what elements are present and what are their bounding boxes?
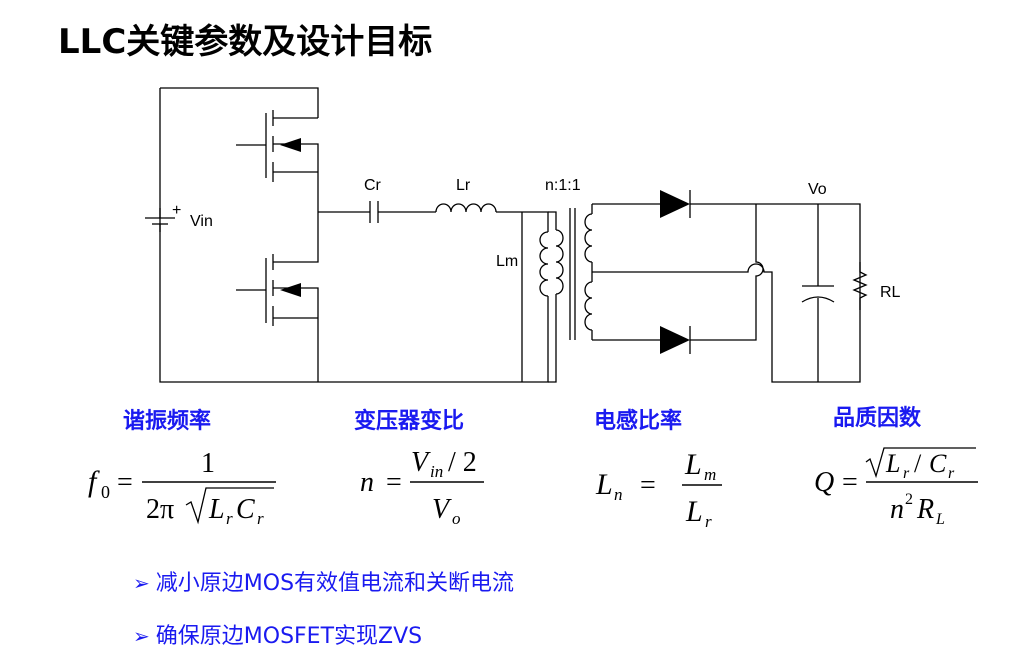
n-den-v: V	[432, 494, 452, 525]
bullet-item-1: ➢减小原边MOS有效值电流和关断电流	[133, 565, 514, 597]
rl-label: RL	[880, 284, 901, 301]
cr-label: Cr	[364, 177, 382, 194]
ln-den-sub: r	[705, 512, 712, 531]
heading-quality-factor: 品质因数	[833, 406, 922, 431]
lr-label: Lr	[456, 177, 471, 194]
n-num-v: V	[411, 447, 431, 478]
q-den-n: n	[890, 494, 904, 525]
secondary-wiring	[592, 203, 861, 383]
turns-ratio-label: n:1:1	[545, 177, 581, 194]
upper-mosfet	[236, 110, 319, 212]
q-num-slash: /	[914, 449, 922, 478]
q-den-r-sub: L	[935, 511, 945, 528]
bullet-text: 确保原边MOSFET实现ZVS	[155, 624, 423, 649]
primary-loop-wire	[159, 87, 319, 383]
f0-lhs: f	[88, 465, 100, 498]
f0-den-l-sub: r	[226, 509, 233, 528]
q-den-sup: 2	[905, 491, 913, 508]
n-num-rest: / 2	[448, 447, 477, 478]
bullet-text: 减小原边MOS有效值电流和关断电流	[155, 571, 515, 596]
ln-lhs-sub: n	[614, 485, 623, 504]
f0-sqrt-sign	[185, 487, 274, 525]
n-equals: =	[386, 467, 402, 498]
formula-inductance-ratio: L n = L m L r	[595, 448, 722, 531]
formula-quality-factor: Q = L r / C r n 2 R L	[814, 447, 978, 528]
output-capacitor-plate-bottom	[801, 296, 835, 303]
q-den-r: R	[916, 494, 934, 525]
f0-den-prefix: 2π	[146, 494, 174, 525]
lower-mosfet	[236, 212, 319, 326]
q-sqrt-sign	[865, 447, 976, 479]
upper-mosfet-body-arrow	[280, 138, 301, 152]
lower-mosfet-body-arrow	[280, 283, 301, 297]
load-resistor-rl	[852, 262, 868, 310]
vin-label: Vin	[190, 213, 213, 230]
transformer-secondary-lower	[584, 272, 593, 340]
f0-den-l: L	[208, 494, 225, 525]
ln-equals: =	[640, 470, 656, 501]
n-num-sub: in	[430, 462, 443, 481]
f0-lhs-sub: 0	[101, 482, 110, 502]
ln-lhs: L	[595, 468, 613, 501]
magnetizing-inductor-lm	[539, 231, 549, 297]
dc-source-vin	[145, 208, 175, 232]
formula-turns-ratio: n = V in / 2 V o	[360, 447, 484, 528]
formula-resonant-frequency: f 0 = 1 2π L r C r	[88, 448, 276, 528]
f0-equals: =	[117, 467, 133, 498]
q-equals: =	[842, 467, 858, 498]
q-num-c: C	[929, 449, 947, 478]
lm-label: Lm	[496, 253, 518, 270]
ln-numerator: L	[684, 448, 702, 481]
f0-den-c: C	[236, 494, 255, 525]
resonant-capacitor-cr	[369, 201, 379, 223]
bullet-item-2: ➢确保原边MOSFET实现ZVS	[133, 618, 422, 650]
heading-turns-ratio: 变压器变比	[354, 409, 465, 434]
upper-diode-triangle	[660, 190, 690, 218]
ln-denominator: L	[685, 495, 703, 528]
bullet-arrow-icon: ➢	[133, 571, 150, 595]
q-num-l-sub: r	[903, 465, 910, 482]
heading-inductance-ratio: 电感比率	[594, 409, 683, 434]
transformer-primary	[548, 211, 564, 383]
ln-num-sub: m	[704, 465, 716, 484]
q-lhs: Q	[814, 467, 834, 498]
n-lhs: n	[360, 467, 374, 498]
resonant-inductor-lr	[435, 203, 497, 213]
q-num-l: L	[885, 449, 900, 478]
vin-plus-sign: +	[172, 202, 181, 219]
f0-numerator: 1	[201, 448, 215, 479]
n-den-sub: o	[452, 509, 461, 528]
vo-label: Vo	[808, 181, 827, 198]
lower-diode-triangle	[660, 326, 690, 354]
heading-resonant-frequency: 谐振频率	[123, 409, 212, 434]
f0-den-c-sub: r	[257, 509, 264, 528]
lm-branch-wire	[318, 211, 549, 383]
transformer-secondary-upper	[584, 204, 593, 272]
q-num-c-sub: r	[948, 465, 955, 482]
bullet-arrow-icon: ➢	[133, 624, 150, 648]
page-title: LLC关键参数及设计目标	[58, 22, 433, 62]
